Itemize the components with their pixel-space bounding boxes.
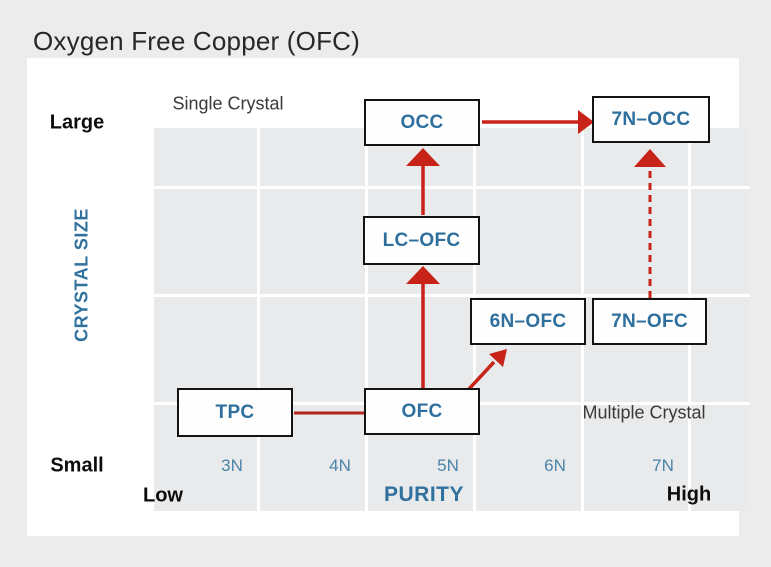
node-7n-occ: 7N–OCC (592, 96, 710, 143)
x-axis-min-label: Low (143, 484, 183, 507)
x-tick-5n: 5N (437, 456, 459, 475)
gridline-vertical-4n (365, 128, 368, 511)
node-lc-ofc: LC–OFC (363, 216, 480, 265)
x-tick-4n: 4N (329, 456, 351, 475)
x-tick-3n: 3N (221, 456, 243, 475)
x-tick-7n: 7N (652, 456, 674, 475)
gridline-horizontal-2 (154, 294, 750, 297)
y-axis-max-label: Large (49, 111, 105, 134)
node-occ: OCC (364, 99, 480, 146)
y-axis-title: CRYSTAL SIZE (71, 208, 92, 342)
node-tpc: TPC (177, 388, 293, 437)
node-ofc: OFC (364, 388, 480, 435)
node-7n-ofc: 7N–OFC (592, 298, 707, 345)
region-label-single-crystal: Single Crystal (172, 93, 284, 114)
gridline-vertical-3n (257, 128, 260, 511)
gridline-horizontal-1 (154, 186, 750, 189)
region-label-multiple-crystal: Multiple Crystal (582, 402, 706, 423)
page-title: Oxygen Free Copper (OFC) (33, 26, 361, 56)
node-6n-ofc: 6N–OFC (470, 298, 586, 345)
x-tick-6n: 6N (544, 456, 566, 475)
y-axis-min-label: Small (50, 454, 104, 477)
x-axis-title: PURITY (383, 483, 465, 506)
x-axis-max-label: High (666, 483, 712, 506)
